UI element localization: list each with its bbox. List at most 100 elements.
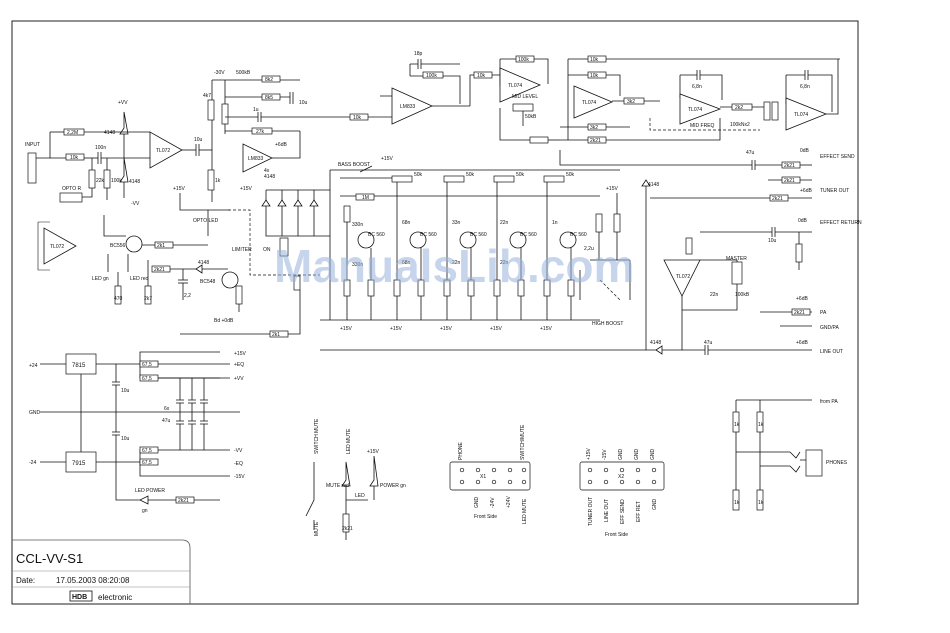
svg-text:+15V: +15V (606, 186, 618, 192)
x2-header (579, 461, 665, 491)
svg-text:10u: 10u (194, 137, 203, 143)
svg-text:500kB: 500kB (236, 70, 251, 76)
svg-text:-15V: -15V (234, 474, 245, 480)
eq-band-1: 330n BC 560 330n (343, 205, 385, 320)
svg-text:8k2: 8k2 (265, 77, 273, 83)
svg-text:MUTE: MUTE (314, 521, 320, 536)
svg-text:2k1: 2k1 (157, 243, 165, 249)
svg-text:2k21: 2k21 (772, 196, 783, 202)
svg-text:67,5: 67,5 (142, 460, 152, 466)
svg-text:GND: GND (29, 410, 41, 416)
svg-text:4148: 4148 (129, 179, 140, 185)
svg-text:EFF SEND: EFF SEND (620, 499, 626, 524)
svg-text:68n: 68n (402, 220, 411, 226)
svg-text:EFF RET: EFF RET (636, 501, 642, 522)
svg-text:LED MUTE: LED MUTE (346, 428, 352, 454)
company-logo (69, 590, 93, 602)
svg-text:+6dB: +6dB (275, 142, 287, 148)
svg-text:4x: 4x (264, 168, 270, 174)
svg-text:+15V: +15V (240, 186, 252, 192)
svg-text:100k: 100k (426, 73, 437, 79)
svg-text:HDB: HDB (72, 594, 87, 601)
tl074-d-label: TL074 (794, 112, 808, 118)
svg-text:10k: 10k (590, 73, 599, 79)
line-out-label: LINE OUT (820, 349, 843, 355)
svg-text:+15V: +15V (340, 326, 352, 332)
svg-text:6x: 6x (164, 406, 170, 412)
svg-text:7815: 7815 (72, 363, 86, 369)
svg-text:-VV: -VV (131, 201, 140, 207)
svg-text:47u: 47u (162, 418, 171, 424)
svg-text:-24: -24 (29, 460, 36, 466)
pa-label: PA (820, 310, 827, 316)
svg-text:SWITCH/MUTE: SWITCH/MUTE (520, 424, 526, 460)
company-suffix: electronic (98, 593, 132, 602)
svg-text:4148: 4148 (648, 182, 659, 188)
svg-text:10k: 10k (353, 115, 362, 121)
connector-x1: PHONE SWITCH/MUTE X1 GND -24V +24V LED M… (449, 424, 531, 524)
eq-section: BASS BOOST +15V 1M 330n BC 560 330n 50k … (320, 156, 631, 332)
sheet-border (11, 20, 859, 605)
svg-text:+6dB: +6dB (800, 188, 812, 194)
svg-text:GND: GND (650, 449, 656, 461)
tuner-out-label: TUNER OUT (820, 188, 849, 194)
svg-text:+15V: +15V (367, 449, 379, 455)
svg-text:BC 560: BC 560 (520, 232, 537, 238)
svg-text:67,5: 67,5 (142, 448, 152, 454)
svg-text:10k: 10k (590, 57, 599, 63)
svg-text:4148: 4148 (650, 340, 661, 346)
svg-text:4148: 4148 (264, 174, 275, 180)
svg-text:10u: 10u (121, 436, 130, 442)
aux-opamp: TL072 (37, 221, 77, 271)
svg-text:10u: 10u (299, 100, 308, 106)
opto-r (59, 192, 83, 203)
svg-text:LINE OUT: LINE OUT (604, 499, 610, 522)
phones-section: from PA 1k 1k 1k 1k PHONES (732, 399, 848, 511)
svg-text:10u: 10u (768, 238, 777, 244)
svg-text:OPTO LED: OPTO LED (193, 218, 219, 224)
svg-text:100k: 100k (111, 178, 122, 184)
svg-text:+15V: +15V (381, 156, 393, 162)
svg-text:LED POWER: LED POWER (135, 488, 165, 494)
svg-text:2k21: 2k21 (178, 498, 189, 504)
mid-level-stage: 10k 100k TL074 MID LEVEL 50kB (469, 55, 560, 144)
main-opamp: 18p 100k LM833 (380, 51, 470, 125)
svg-text:1k: 1k (734, 422, 740, 428)
svg-text:2k21: 2k21 (590, 138, 601, 144)
svg-text:68n: 68n (402, 260, 411, 266)
svg-text:2k7: 2k7 (144, 296, 152, 302)
svg-text:Bd +0dB: Bd +0dB (214, 318, 234, 324)
svg-text:330n: 330n (352, 262, 363, 268)
watermark: ManualsLib.com (274, 240, 634, 292)
svg-text:67,5: 67,5 (142, 376, 152, 382)
svg-text:LM833: LM833 (248, 156, 264, 162)
svg-text:GND: GND (618, 449, 624, 461)
svg-text:100kB: 100kB (735, 292, 750, 298)
svg-text:-15V: -15V (602, 449, 608, 460)
svg-text:4k7: 4k7 (203, 93, 211, 99)
svg-text:8k5: 8k5 (265, 95, 273, 101)
svg-text:4148: 4148 (104, 130, 115, 136)
svg-text:50kB: 50kB (525, 114, 537, 120)
svg-text:HIGH BOOST: HIGH BOOST (592, 321, 623, 327)
svg-text:22n: 22n (710, 292, 719, 298)
svg-text:0dB: 0dB (800, 148, 810, 154)
svg-text:+15V: +15V (390, 326, 402, 332)
input-jack (27, 152, 37, 184)
lm833-b-label: LM833 (400, 104, 416, 110)
svg-text:-30V: -30V (214, 70, 225, 76)
svg-text:LED: LED (355, 493, 365, 499)
svg-text:2k21: 2k21 (794, 310, 805, 316)
svg-text:POWER gn: POWER gn (380, 483, 406, 489)
svg-text:2,2M: 2,2M (67, 130, 78, 136)
tl072-c-label: TL072 (676, 274, 690, 280)
svg-text:2k21: 2k21 (784, 163, 795, 169)
svg-text:1n: 1n (552, 220, 558, 226)
svg-text:+6dB: +6dB (796, 340, 808, 346)
svg-text:BC 560: BC 560 (368, 232, 385, 238)
svg-text:1k: 1k (215, 178, 221, 184)
svg-text:2,2: 2,2 (184, 293, 191, 299)
svg-text:LED gn: LED gn (92, 276, 109, 282)
svg-text:SWITCH MUTE: SWITCH MUTE (314, 418, 320, 454)
tl074-c-label: TL074 (688, 107, 702, 113)
